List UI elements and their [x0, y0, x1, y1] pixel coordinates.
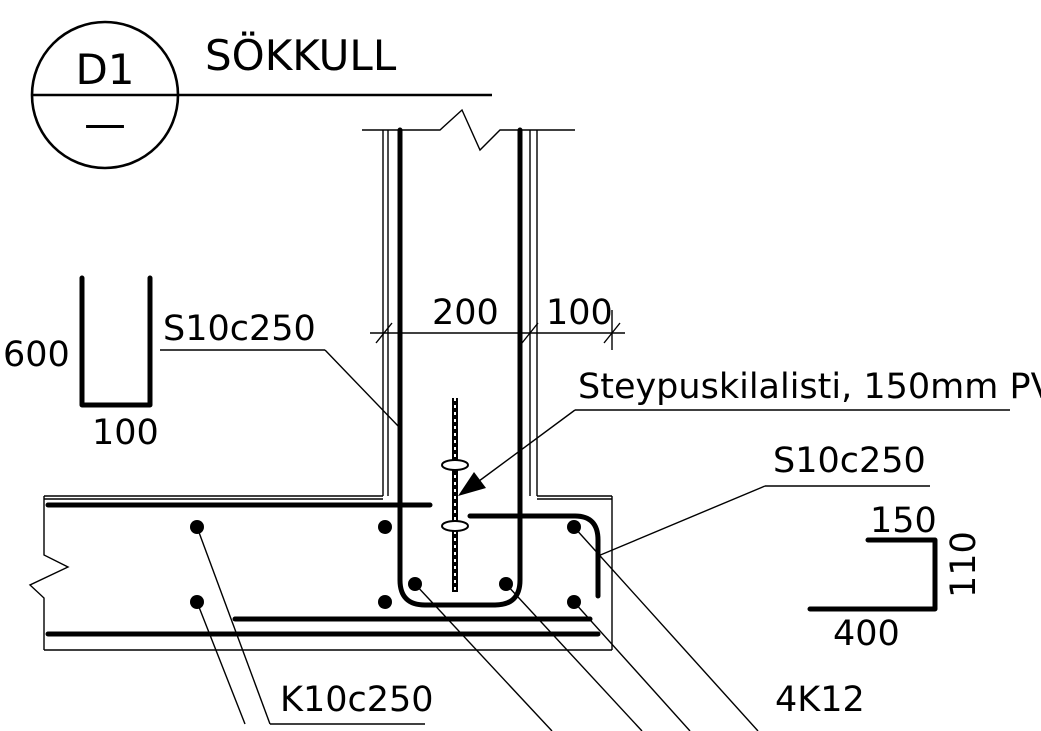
corner-bars-leader: [573, 526, 759, 731]
l-bar-outline: [807, 537, 938, 612]
callout-sheet: —: [84, 99, 126, 148]
rebar-dot: [378, 520, 392, 534]
stirrup-right-leader: [597, 485, 766, 557]
l-bar-top: 150: [870, 501, 937, 541]
dimension-offset: 100: [546, 293, 613, 333]
wall: [362, 108, 575, 496]
stirrup-left-label: S10c250: [163, 309, 316, 349]
dimension-wall-thickness: 200: [432, 293, 499, 333]
corner-bars-leader: [414, 583, 553, 731]
l-bar-length: 400: [833, 614, 900, 654]
callout-id: D1: [75, 45, 134, 94]
slab-break-line: [28, 496, 70, 650]
waterstop-label: Steypuskilalisti, 150mm PVC: [578, 367, 1041, 407]
l-bar-side: 110: [944, 531, 984, 598]
detail-callout: D1 —: [30, 20, 492, 170]
wall-u-stirrup: [397, 127, 523, 608]
dimension-tick: [375, 322, 393, 344]
bottom-bars-leader: [196, 526, 271, 725]
l-bar-shape: 150 110 400: [807, 501, 984, 654]
u-bar-width: 100: [92, 413, 159, 453]
waterstop-bulb: [441, 459, 469, 471]
slab-top-right-hook: [467, 513, 601, 599]
u-bar-height: 600: [3, 335, 70, 375]
corner-bars-leader: [505, 583, 643, 731]
dimension-wall: 200 100: [370, 293, 625, 350]
waterstop-arrowhead: [458, 472, 486, 496]
u-bar-shape: 600 100: [3, 275, 159, 453]
stirrup-right-label: S10c250: [773, 441, 926, 481]
waterstop-bulb: [441, 520, 469, 532]
waterstop-leader: [474, 409, 576, 485]
stirrup-left-leader: [324, 349, 401, 429]
u-bar-outline: [79, 275, 153, 408]
waterstop: [441, 398, 469, 592]
slab: [28, 495, 613, 651]
rebar-dot: [378, 595, 392, 609]
drawing-title: SÖKKULL: [205, 30, 397, 80]
bottom-bars-leader: [196, 601, 246, 725]
corner-bars-label: 4K12: [775, 680, 865, 720]
corner-bars-leader: [573, 601, 691, 731]
wall-break-line: [362, 108, 575, 152]
bottom-bars-label: K10c250: [280, 680, 434, 720]
dimension-tick: [521, 322, 539, 344]
